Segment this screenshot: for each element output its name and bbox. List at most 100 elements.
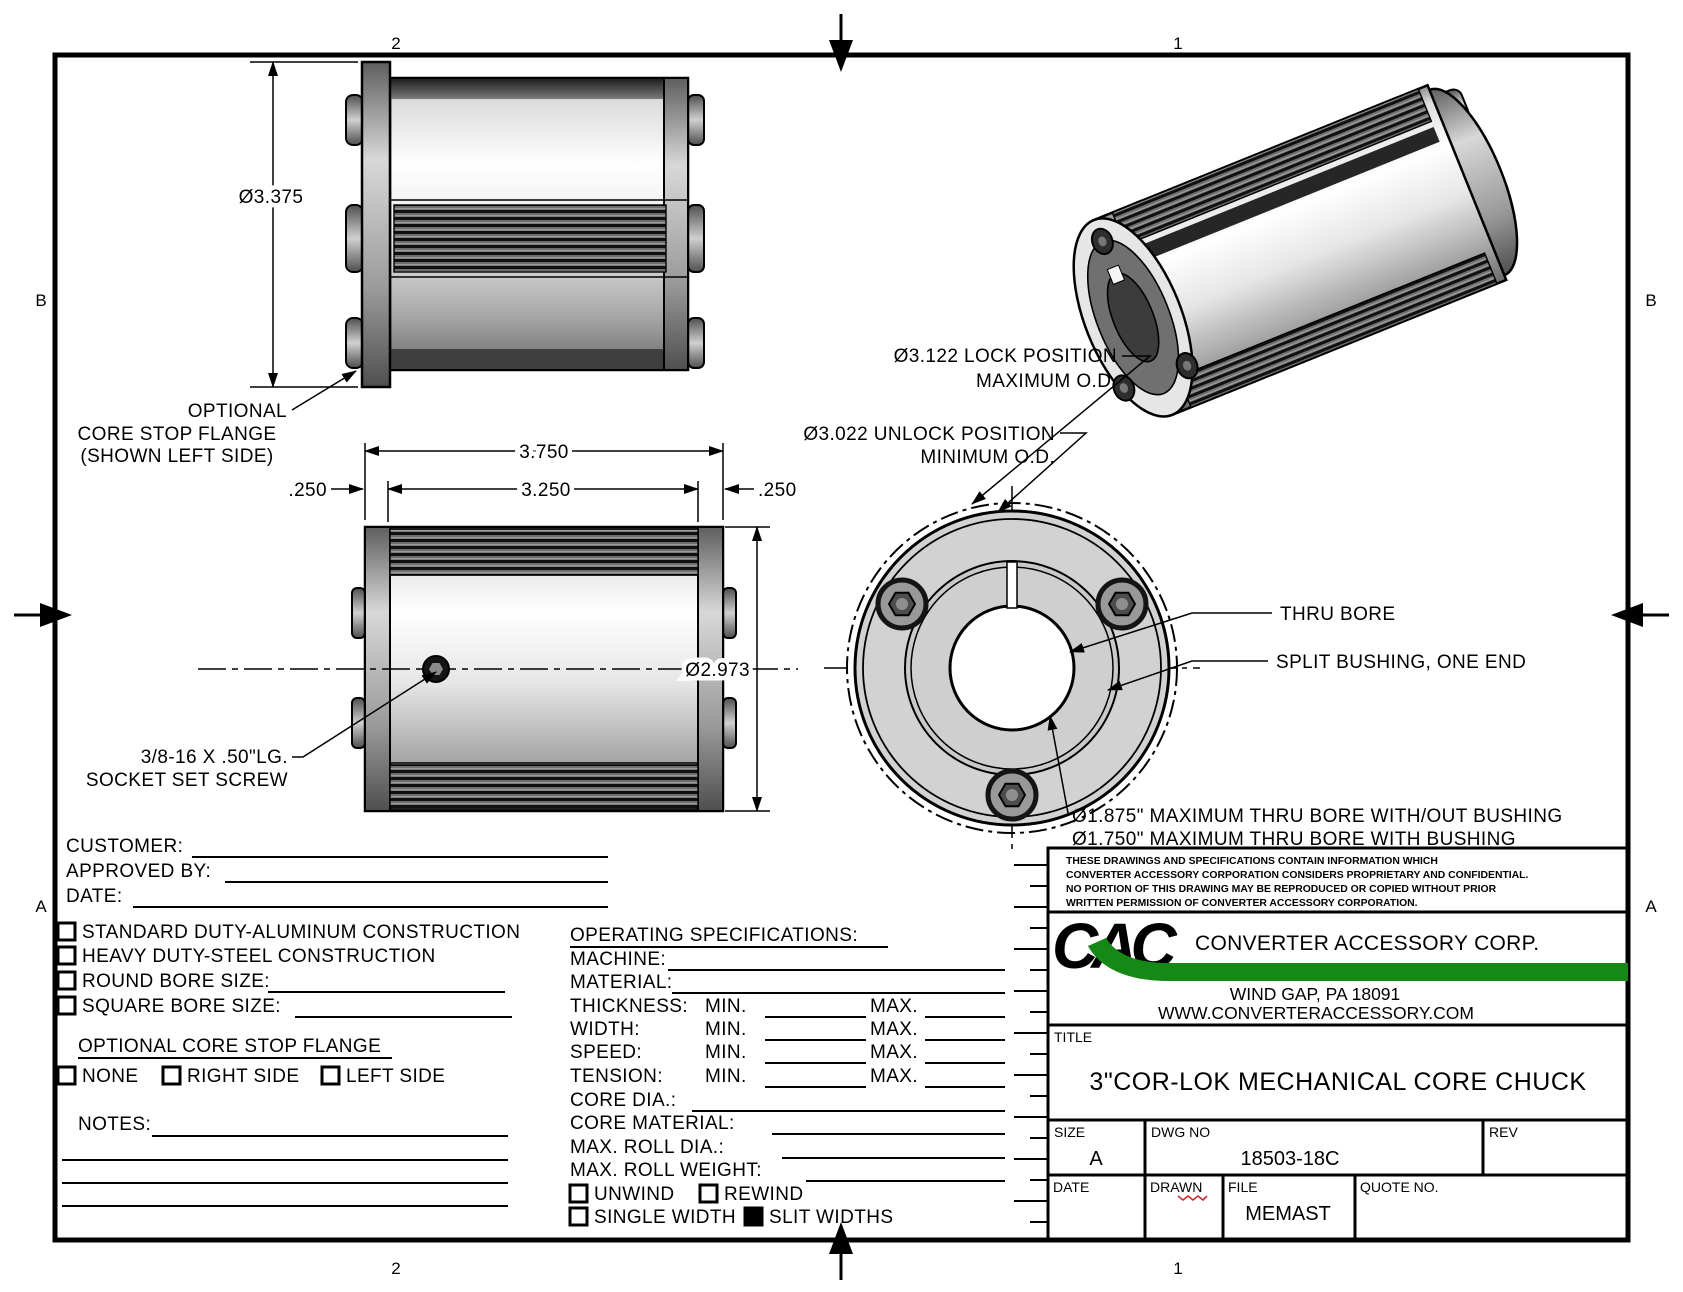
proprietary-notice-box (1046, 846, 1630, 914)
dim-overall-text: 3.750 (519, 442, 569, 463)
dwg-no-value: 18503-18C (1241, 1148, 1340, 1170)
center-mark-left (14, 603, 72, 627)
side-view-with-flange (345, 60, 705, 389)
width-label: WIDTH: (570, 1019, 640, 1040)
material-label: MATERIAL: (570, 972, 673, 993)
thru-bore (948, 604, 1076, 732)
knurled-strip-top (389, 528, 699, 576)
face-screw-left (875, 577, 929, 631)
face-screw-right (1095, 577, 1149, 631)
flange-callout: OPTIONAL CORE STOP FLANGE (SHOWN LEFT SI… (78, 370, 357, 467)
max-bore-line1: Ø1.875" MAXIMUM THRU BORE WITH/OUT BUSHI… (1072, 806, 1563, 827)
flange-options-header: OPTIONAL CORE STOP FLANGE (78, 1036, 381, 1057)
zone-letter-right-b: B (1645, 291, 1656, 310)
standard-duty-label: STANDARD DUTY-ALUMINUM CONSTRUCTION (82, 922, 520, 943)
notice-line-2: CONVERTER ACCESSORY CORPORATION CONSIDER… (1066, 870, 1529, 881)
quote-no-label: QUOTE NO. (1360, 1179, 1439, 1195)
zone-letter-right-a: A (1645, 897, 1657, 916)
face-view (824, 486, 1200, 850)
unlock-position-line2: MINIMUM O.D. (920, 447, 1055, 468)
checkbox-standard-duty[interactable] (56, 921, 77, 942)
specs-header: OPERATING SPECIFICATIONS: (570, 925, 858, 946)
dim-body-dia-text: Ø2.973 (685, 660, 750, 681)
drawn-red-squiggle (1177, 1194, 1208, 1202)
max-roll-weight-label: MAX. ROLL WEIGHT: (570, 1160, 762, 1181)
core-stop-flange (360, 60, 392, 389)
company-name: CONVERTER ACCESSORY CORP. (1195, 932, 1539, 955)
zone-letter-left-a: A (35, 897, 47, 916)
notes-label: NOTES: (78, 1114, 151, 1135)
company-website: WWW.CONVERTERACCESSORY.COM (1158, 1003, 1474, 1023)
checkbox-square-bore[interactable] (56, 995, 77, 1016)
tension-max-label: MAX. (870, 1066, 918, 1087)
heavy-duty-label: HEAVY DUTY-STEEL CONSTRUCTION (82, 946, 436, 967)
lock-position-circle (846, 502, 1178, 834)
size-label: SIZE (1054, 1124, 1085, 1140)
th ru-bore-callout: THRU BORE (1069, 604, 1395, 653)
lock-position-line1: Ø3.122 LOCK POSITION (894, 346, 1117, 367)
title-block: THESE DRAWINGS AND SPECIFICATIONS CONTAI… (1014, 846, 1630, 1242)
core-dia-label: CORE DIA.: (570, 1090, 676, 1111)
flange-note-line2: CORE STOP FLANGE (78, 424, 277, 445)
speed-label: SPEED: (570, 1042, 642, 1063)
thickness-label: THICKNESS: (570, 996, 688, 1017)
checkbox-round-bore[interactable] (56, 970, 77, 991)
rev-label: REV (1489, 1124, 1518, 1140)
max-roll-dia-label: MAX. ROLL DIA.: (570, 1137, 724, 1158)
dim-overall-length: 3.750 (364, 438, 724, 520)
square-bore-label: SQUARE BORE SIZE: (82, 996, 281, 1017)
zone-number-top-left: 2 (391, 34, 400, 53)
dim-offset-left: .250 (288, 480, 364, 501)
unlock-position-line1: Ø3.022 UNLOCK POSITION (803, 424, 1055, 445)
size-value: A (1089, 1148, 1103, 1170)
bushing-split-slot (1006, 561, 1018, 609)
lock-position-line2: MAXIMUM O.D. (976, 371, 1117, 392)
checkbox-slit-widths[interactable] (743, 1206, 764, 1227)
knurled-strip-bottom (389, 764, 699, 810)
date-label: DATE: (66, 886, 123, 907)
customer-label: CUSTOMER: (66, 836, 183, 857)
flange-note-line1: OPTIONAL (188, 401, 287, 422)
checkbox-rewind[interactable] (698, 1183, 719, 1204)
thickness-min-label: MIN. (705, 996, 747, 1017)
zone-number-bottom-right: 1 (1173, 1259, 1182, 1278)
core-material-label: CORE MATERIAL: (570, 1113, 735, 1134)
dim-flange-diameter: Ø3.375 (234, 61, 358, 388)
center-mark-bottom (829, 1222, 853, 1280)
checkbox-single-width[interactable] (568, 1206, 589, 1227)
checkbox-flange-right[interactable] (161, 1065, 182, 1086)
checkbox-unwind[interactable] (568, 1183, 589, 1204)
checkbox-flange-none[interactable] (56, 1065, 77, 1086)
notice-line-3: NO PORTION OF THIS DRAWING MAY BE REPROD… (1066, 884, 1497, 895)
ruler-ticks (1014, 864, 1048, 1223)
dim-body-diameter: Ø2.973 (681, 526, 770, 812)
title-label: TITLE (1054, 1029, 1092, 1045)
approved-by-label: APPROVED BY: (66, 861, 211, 882)
unlock-position-callout: Ø3.022 UNLOCK POSITION MINIMUM O.D. (803, 424, 1088, 513)
flange-none-label: NONE (82, 1066, 139, 1087)
speed-min-label: MIN. (705, 1042, 747, 1063)
front-side-view (198, 525, 798, 813)
thickness-max-label: MAX. (870, 996, 918, 1017)
width-min-label: MIN. (705, 1019, 747, 1040)
dim-body-len-text: 3.250 (521, 480, 571, 501)
machine-label: MACHINE: (570, 949, 666, 970)
single-width-label: SINGLE WIDTH (594, 1207, 736, 1228)
lock-position-callout: Ø3.122 LOCK POSITION MAXIMUM O.D. (894, 346, 1153, 505)
center-mark-top (829, 14, 853, 72)
max-bore-line2: Ø1.750" MAXIMUM THRU BORE WITH BUSHING (1072, 829, 1516, 850)
checkbox-flange-left[interactable] (320, 1065, 341, 1086)
unwind-label: UNWIND (594, 1184, 675, 1205)
max-bore-callout: Ø1.875" MAXIMUM THRU BORE WITH/OUT BUSHI… (1047, 715, 1563, 850)
rewind-label: REWIND (724, 1184, 803, 1205)
round-bore-label: ROUND BORE SIZE: (82, 971, 270, 992)
zone-number-bottom-left: 2 (391, 1259, 400, 1278)
knurled-lock-strip (393, 204, 667, 273)
zone-number-top-right: 1 (1173, 34, 1182, 53)
flange-right-label: RIGHT SIDE (187, 1066, 299, 1087)
checkbox-heavy-duty[interactable] (56, 945, 77, 966)
drawn-label: DRAWN (1150, 1179, 1202, 1195)
sheet-frame: 2 1 2 1 B B A A (14, 14, 1669, 1280)
